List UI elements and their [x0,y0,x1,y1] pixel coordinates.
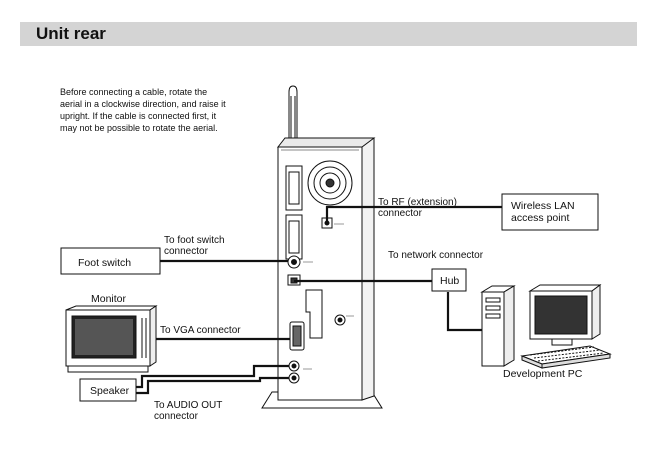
cables [136,205,502,395]
note-line-3: upright. If the cable is connected first… [60,111,217,121]
foot-switch-connector-label: To foot switch connector [164,235,225,257]
section-header: Unit rear [20,22,637,46]
wireless-lan-access-point: Wireless LAN access point [501,193,599,231]
svg-text:To AUDIO OUT: To AUDIO OUT [154,400,222,411]
svg-text:To foot switch: To foot switch [164,235,225,246]
monitor-label: Monitor [91,293,127,305]
development-pc-illustration [480,284,612,369]
fan-vent [307,160,353,206]
svg-text:access point: access point [511,212,569,224]
development-pc-label: Development PC [503,368,583,380]
monitor-illustration [65,305,158,373]
section-title: Unit rear [36,24,106,43]
unit-side-panel [361,137,375,401]
note-line-2: aerial in a clockwise direction, and rai… [60,99,226,109]
expansion-slot-1 [285,165,303,211]
main-unit [261,137,383,409]
svg-text:connector: connector [164,246,209,257]
rf-cable [325,205,502,223]
svg-text:Hub: Hub [440,275,459,287]
foot-switch-box: Foot switch [60,247,161,275]
svg-text:connector: connector [378,208,423,219]
svg-text:Foot switch: Foot switch [78,257,131,269]
svg-text:To RF (extension): To RF (extension) [378,197,457,208]
audio-cable-2 [136,376,289,395]
expansion-slot-2 [285,214,303,260]
network-cable-pc [446,292,490,332]
svg-text:Wireless LAN: Wireless LAN [511,200,575,212]
aerial-note: Before connecting a cable, rotate the ae… [60,87,226,133]
svg-text:Speaker: Speaker [90,385,130,397]
svg-text:connector: connector [154,411,199,422]
audio-cable-1 [136,364,289,389]
network-connector-label: To network connector [388,250,484,261]
note-line-4: may not be possible to rotate the aerial… [60,123,218,133]
audio-out-label: To AUDIO OUT connector [154,400,222,422]
vga-connector-label: To VGA connector [160,325,241,336]
rf-connector-label: To RF (extension) connector [378,197,457,219]
speaker-box: Speaker [79,378,137,402]
note-line-1: Before connecting a cable, rotate the [60,87,207,97]
hub-box: Hub [431,268,467,292]
